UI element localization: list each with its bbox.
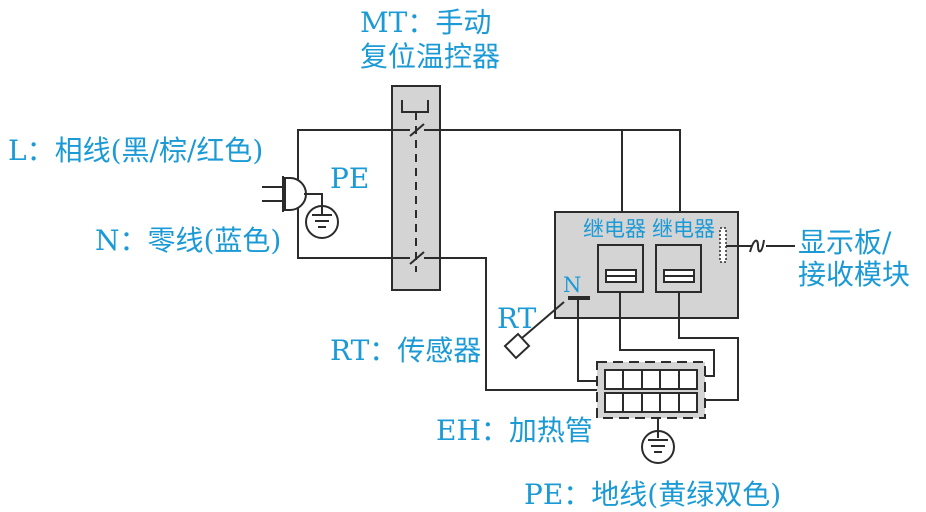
relay-1-label: 继电器 [583,217,646,241]
plug-ground-label: PE [330,162,369,195]
plug-ground-lead [304,193,323,206]
heater-label: EH：加热管 [436,414,593,447]
rt-sensor [503,301,565,360]
relay-1-output-wire [619,292,715,377]
plug-ground-symbol [304,193,339,239]
relay-2-label: 继电器 [652,217,715,241]
display-label-line1: 显示板/ [798,226,892,259]
live-wire-label: L：相线(黑/棕/红色) [8,134,263,167]
controller-board: 继电器 继电器 N [554,211,739,319]
display-connector-strip [719,227,727,263]
mt-thermostat [391,85,441,291]
controller-board-body [554,211,739,319]
heater-ground-symbol [641,418,675,464]
neutral-wire-label: N：零线(蓝色) [95,224,281,257]
sensor-label: RT：传感器 [330,334,481,367]
plug-body [284,177,307,211]
cable-break-symbol [749,239,765,253]
live-wire-to-relay-2 [440,129,681,212]
sensor-probe-label: RT [497,302,537,335]
heater-ground-circle [641,430,675,464]
neutral-terminal-wire [577,298,602,382]
sensor-probe [503,332,531,360]
ground-wire-label: PE：地线(黄绿双色) [524,478,781,511]
neutral-wire-to-heater [440,257,602,391]
live-wire-in [297,129,410,180]
mt-label-line1: MT：手动 [360,6,491,39]
display-cable [726,239,795,253]
mt-live-contact-blade [409,123,425,137]
sensor-lead [521,301,565,339]
relay-2-output-wire [678,292,739,401]
heater-element [596,361,706,419]
mt-label-line2: 复位温控器 [360,40,500,73]
neutral-wire-in [297,208,410,259]
neutral-terminal-label: N [563,273,581,297]
display-label-line2: 接收模块 [798,258,910,291]
heater-bottom-row [604,392,698,413]
power-plug [262,176,307,212]
heater-top-row [604,369,698,390]
mt-neutral-contact-blade [409,251,425,265]
